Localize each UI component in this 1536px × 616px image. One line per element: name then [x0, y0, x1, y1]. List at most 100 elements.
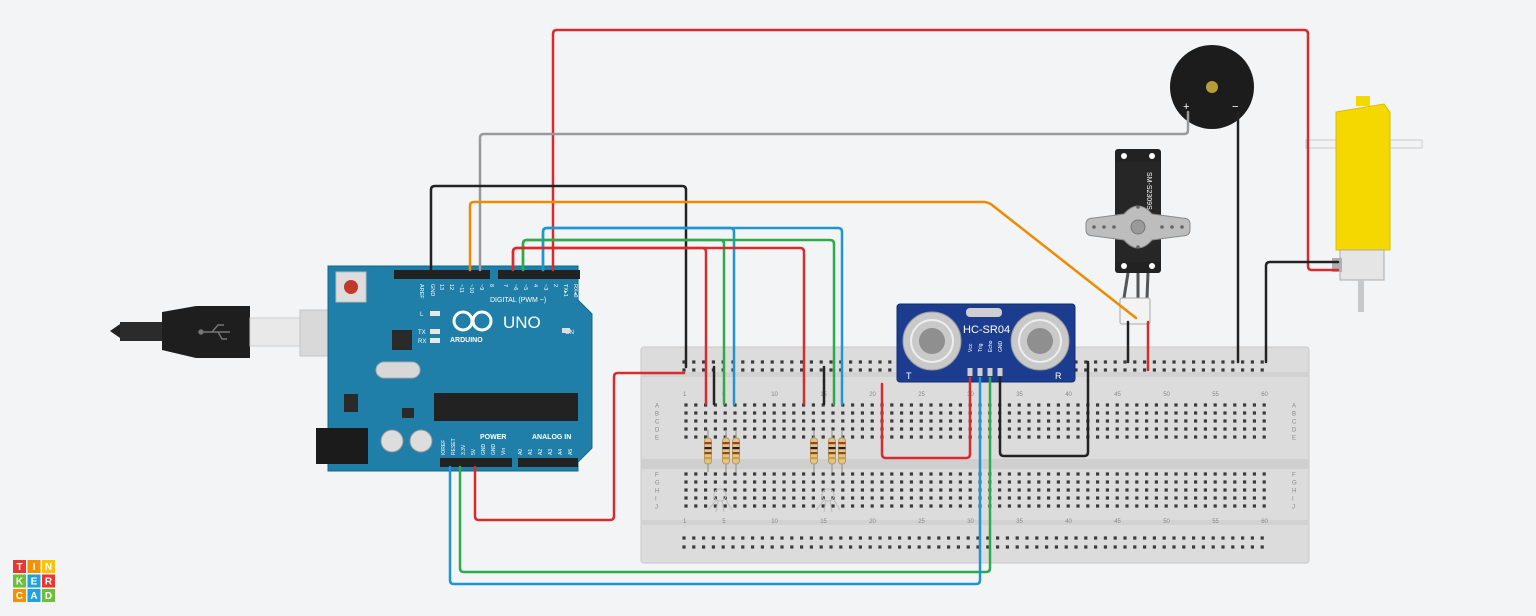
rail-hole[interactable]: [751, 536, 755, 540]
breadboard-hole[interactable]: [1145, 480, 1149, 484]
breadboard-hole[interactable]: [851, 480, 855, 484]
breadboard-hole[interactable]: [1223, 411, 1227, 415]
rail-hole[interactable]: [986, 545, 990, 549]
breadboard-hole[interactable]: [1086, 472, 1090, 476]
breadboard-hole[interactable]: [1203, 411, 1207, 415]
rail-hole[interactable]: [1192, 536, 1196, 540]
breadboard-hole[interactable]: [1213, 427, 1217, 431]
rail-hole[interactable]: [1123, 536, 1127, 540]
breadboard-hole[interactable]: [851, 411, 855, 415]
breadboard-hole[interactable]: [841, 411, 845, 415]
breadboard-hole[interactable]: [1194, 488, 1198, 492]
breadboard-hole[interactable]: [792, 504, 796, 508]
breadboard-hole[interactable]: [1135, 488, 1139, 492]
rail-hole[interactable]: [907, 536, 911, 540]
breadboard-hole[interactable]: [1125, 472, 1129, 476]
breadboard-hole[interactable]: [929, 419, 933, 423]
rail-hole[interactable]: [1152, 545, 1156, 549]
breadboard-hole[interactable]: [1213, 480, 1217, 484]
breadboard-hole[interactable]: [772, 403, 776, 407]
breadboard-hole[interactable]: [1056, 504, 1060, 508]
rail-hole[interactable]: [1241, 545, 1245, 549]
breadboard-hole[interactable]: [841, 504, 845, 508]
breadboard-hole[interactable]: [802, 504, 806, 508]
breadboard-hole[interactable]: [1145, 435, 1149, 439]
breadboard-hole[interactable]: [939, 403, 943, 407]
breadboard-hole[interactable]: [890, 504, 894, 508]
breadboard-hole[interactable]: [753, 504, 757, 508]
breadboard-hole[interactable]: [1164, 472, 1168, 476]
breadboard-hole[interactable]: [1115, 411, 1119, 415]
piezo-buzzer[interactable]: + −: [1170, 45, 1254, 129]
breadboard-hole[interactable]: [762, 427, 766, 431]
rail-hole[interactable]: [1084, 536, 1088, 540]
breadboard-hole[interactable]: [909, 419, 913, 423]
breadboard-hole[interactable]: [1047, 419, 1051, 423]
breadboard-hole[interactable]: [860, 435, 864, 439]
breadboard-hole[interactable]: [1047, 435, 1051, 439]
breadboard-hole[interactable]: [1164, 496, 1168, 500]
breadboard-hole[interactable]: [949, 472, 953, 476]
breadboard-hole[interactable]: [1213, 504, 1217, 508]
breadboard-hole[interactable]: [762, 435, 766, 439]
rail-hole[interactable]: [937, 545, 941, 549]
breadboard-hole[interactable]: [694, 419, 698, 423]
breadboard-hole[interactable]: [1145, 419, 1149, 423]
breadboard-hole[interactable]: [860, 411, 864, 415]
breadboard-hole[interactable]: [704, 435, 708, 439]
rail-hole[interactable]: [760, 368, 764, 372]
breadboard-hole[interactable]: [802, 488, 806, 492]
breadboard-hole[interactable]: [968, 496, 972, 500]
breadboard-hole[interactable]: [890, 403, 894, 407]
rail-hole[interactable]: [1133, 545, 1137, 549]
breadboard-hole[interactable]: [890, 480, 894, 484]
rail-hole[interactable]: [1211, 368, 1215, 372]
breadboard-hole[interactable]: [762, 403, 766, 407]
resistor[interactable]: [722, 437, 730, 465]
breadboard-hole[interactable]: [909, 504, 913, 508]
breadboard-hole[interactable]: [1233, 472, 1237, 476]
breadboard-hole[interactable]: [1223, 403, 1227, 407]
breadboard-hole[interactable]: [939, 488, 943, 492]
rail-hole[interactable]: [1084, 368, 1088, 372]
breadboard-hole[interactable]: [958, 496, 962, 500]
breadboard-hole[interactable]: [1037, 403, 1041, 407]
rail-hole[interactable]: [898, 545, 902, 549]
breadboard-hole[interactable]: [929, 488, 933, 492]
breadboard-hole[interactable]: [1105, 403, 1109, 407]
rail-hole[interactable]: [829, 368, 833, 372]
rail-hole[interactable]: [1094, 368, 1098, 372]
breadboard-hole[interactable]: [1086, 496, 1090, 500]
breadboard-hole[interactable]: [851, 435, 855, 439]
breadboard-hole[interactable]: [860, 427, 864, 431]
breadboard-hole[interactable]: [684, 403, 688, 407]
rail-hole[interactable]: [888, 545, 892, 549]
breadboard-hole[interactable]: [939, 496, 943, 500]
breadboard-hole[interactable]: [1017, 504, 1021, 508]
breadboard-hole[interactable]: [968, 472, 972, 476]
rail-hole[interactable]: [1045, 536, 1049, 540]
breadboard-hole[interactable]: [792, 435, 796, 439]
breadboard-hole[interactable]: [684, 419, 688, 423]
breadboard-hole[interactable]: [1184, 472, 1188, 476]
breadboard-hole[interactable]: [880, 496, 884, 500]
rail-hole[interactable]: [829, 360, 833, 364]
breadboard-hole[interactable]: [929, 504, 933, 508]
rail-hole[interactable]: [682, 360, 686, 364]
rail-hole[interactable]: [1143, 536, 1147, 540]
rail-hole[interactable]: [1103, 368, 1107, 372]
breadboard-hole[interactable]: [713, 480, 717, 484]
breadboard-hole[interactable]: [1252, 504, 1256, 508]
rail-hole[interactable]: [849, 360, 853, 364]
breadboard-hole[interactable]: [860, 403, 864, 407]
breadboard-hole[interactable]: [1243, 403, 1247, 407]
breadboard-hole[interactable]: [919, 488, 923, 492]
breadboard-hole[interactable]: [939, 419, 943, 423]
breadboard-hole[interactable]: [811, 504, 815, 508]
breadboard-hole[interactable]: [1223, 435, 1227, 439]
breadboard-hole[interactable]: [909, 411, 913, 415]
breadboard-hole[interactable]: [900, 419, 904, 423]
rail-hole[interactable]: [947, 536, 951, 540]
breadboard-hole[interactable]: [1007, 488, 1011, 492]
breadboard-hole[interactable]: [1037, 419, 1041, 423]
